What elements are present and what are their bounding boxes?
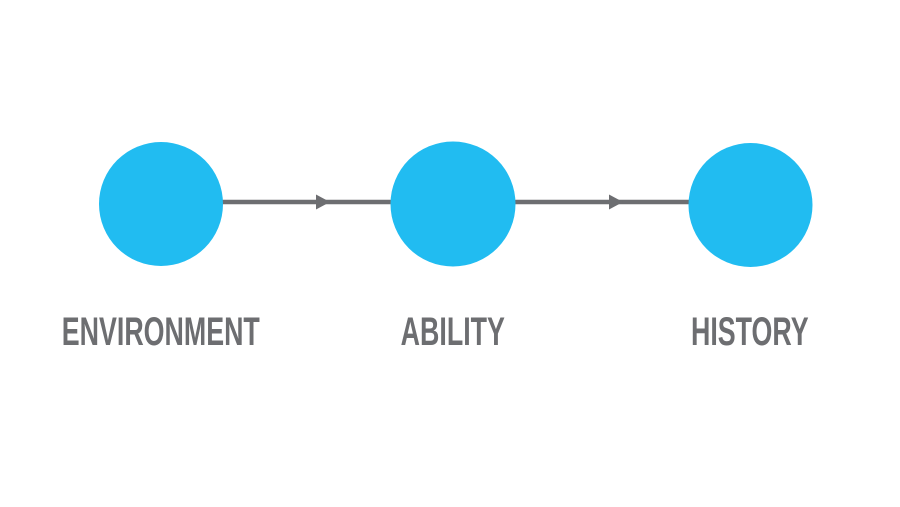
arrow-right-icon [609, 194, 623, 210]
node-label-environment: ENVIRONMENT [11, 308, 311, 356]
node-label-ability: ABILITY [303, 308, 603, 356]
node-circle-environment [99, 142, 223, 266]
node-label-history: HISTORY [600, 308, 900, 356]
node-circle-ability [390, 141, 516, 267]
node-label-text: HISTORY [691, 310, 809, 354]
arrow-right-icon [316, 194, 330, 210]
node-label-text: ENVIRONMENT [61, 310, 261, 354]
node-circle-history [688, 143, 813, 267]
node-label-text: ABILITY [400, 310, 506, 354]
